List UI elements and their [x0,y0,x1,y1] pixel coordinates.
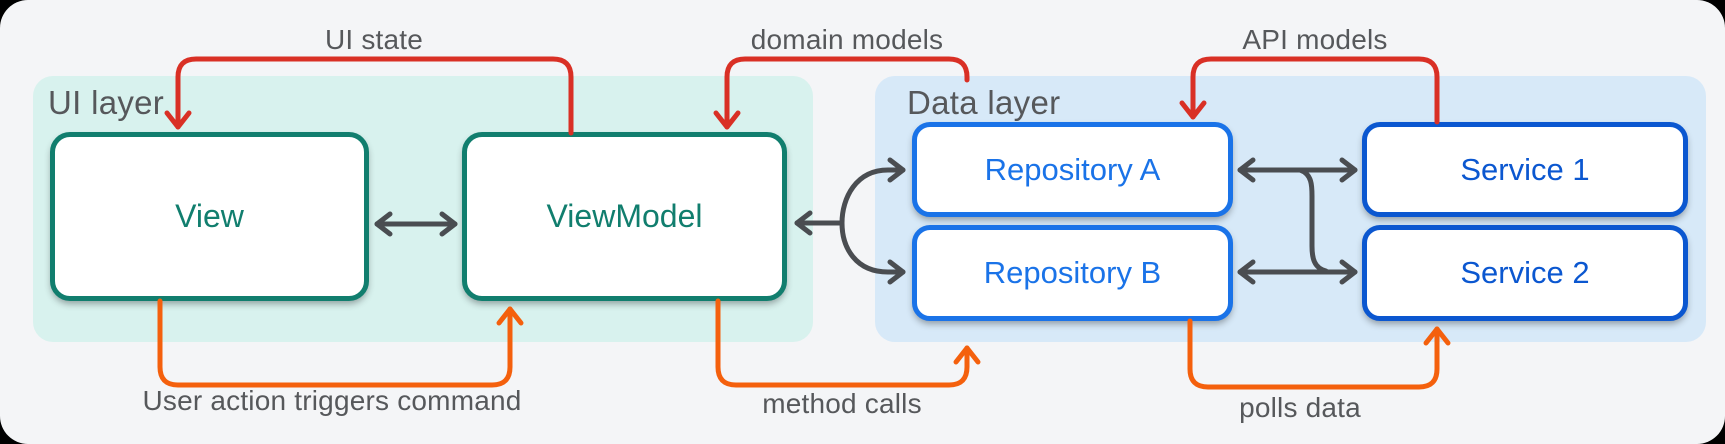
api-models-label: API models [1242,24,1388,55]
data-layer-title: Data layer [907,84,1061,121]
ui-layer-title: UI layer [48,84,165,121]
box-viewmodel: ViewModel [462,132,787,301]
ui-state-label: UI state [324,24,424,55]
box-service-2: Service 2 [1362,225,1688,321]
box-repository-b: Repository B [912,225,1233,321]
box-repository-a: Repository A [912,122,1233,217]
polls-data-label: polls data [1239,392,1361,423]
box-view: View [50,132,369,301]
user-action-label: User action triggers command [142,385,522,416]
domain-models-label: domain models [750,24,944,55]
method-calls-label: method calls [762,388,922,419]
box-service-1: Service 1 [1362,122,1688,217]
